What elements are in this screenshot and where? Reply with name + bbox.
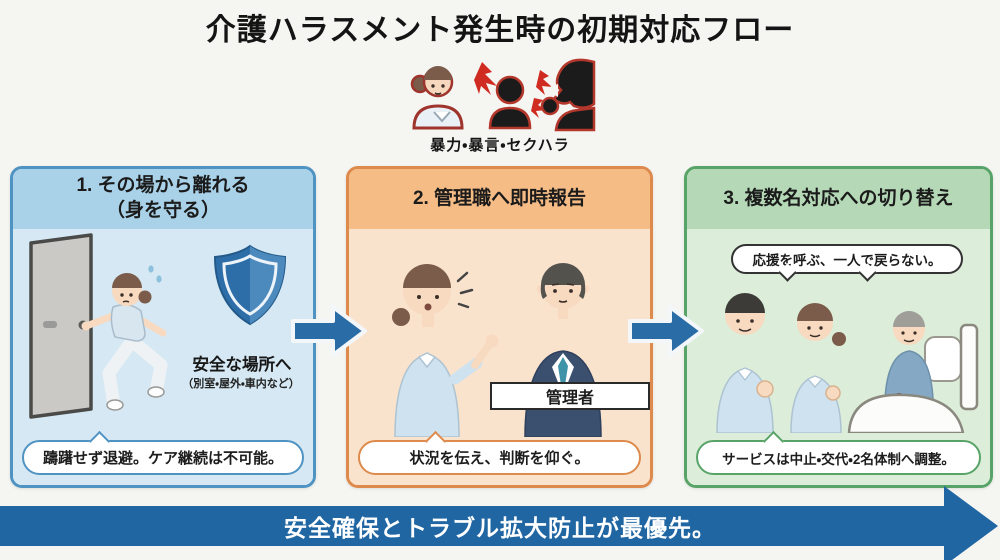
- step-2-bubble: 状況を伝え、判断を仰ぐ。: [358, 440, 641, 475]
- step-1-panel: 1. その場から離れる （身を守る）: [10, 166, 316, 488]
- right-block-arrow-icon: [291, 305, 367, 357]
- speech-strokes-icon: [456, 271, 474, 309]
- step-2-title: 2. 管理職へ即時報告: [412, 187, 587, 209]
- safe-place-caption: 安全な場所へ: [192, 356, 292, 374]
- running-caregiver-icon: [81, 265, 168, 411]
- shield-icon: [213, 244, 287, 326]
- right-block-arrow-icon: [628, 305, 704, 357]
- step-1-title: 1. その場から離れる: [76, 175, 250, 197]
- trigger-label: 暴力・暴言・セクハラ: [430, 137, 570, 154]
- manager-icon: [524, 263, 602, 437]
- step-2-header: 2. 管理職へ即時報告: [349, 169, 650, 229]
- conflict-spark-icon: [474, 62, 497, 95]
- step-1-body: 安全な場所へ （別室・屋外・車内など） 躊躇せず退避。ケア継続は不可能。: [13, 229, 313, 485]
- footer-arrow-banner: [0, 506, 944, 546]
- two-caregivers-icon: [716, 293, 979, 433]
- step-1-subtitle: （身を守る）: [105, 200, 220, 221]
- shout-sparks-icon: [531, 70, 552, 118]
- step-3-body: 応援を呼ぶ、一人で戻らない。: [687, 229, 990, 485]
- footer-arrowhead-icon: [944, 486, 998, 560]
- patient-in-bed-icon: [847, 311, 979, 433]
- footer-text: 安全確保とトラブル拡大防止が最優先。: [284, 515, 716, 541]
- step-3-title: 3. 複数名対応への切り替え: [723, 187, 954, 209]
- step-2-body: 管理者 状況を伝え、判断を仰ぐ。: [349, 229, 650, 485]
- step-3-bubble: サービスは中止・交代・2名体制へ調整。: [696, 440, 981, 475]
- page-title: 介護ハラスメント発生時の初期対応フロー: [205, 14, 795, 47]
- step-3-speech-bubble: 応援を呼ぶ、一人で戻らない。: [731, 244, 963, 274]
- caregiver-victim-icon: [410, 66, 464, 130]
- step-2-panel: 2. 管理職へ即時報告: [346, 166, 653, 488]
- manager-label: 管理者: [490, 382, 650, 410]
- door-exit-icon: [29, 233, 168, 419]
- step-3-panel: 3. 複数名対応への切り替え 応援を呼ぶ、一人で戻らない。: [684, 166, 993, 488]
- step-3-header: 3. 複数名対応への切り替え: [687, 169, 990, 229]
- harassment-scene-icon: [410, 58, 596, 132]
- safe-place-note: （別室・屋外・車内など）: [182, 378, 300, 390]
- step-1-header: 1. その場から離れる （身を守る）: [13, 169, 313, 229]
- step-1-bubble: 躊躇せず退避。ケア継続は不可能。: [22, 440, 304, 475]
- shouting-silhouette-icon: [540, 58, 596, 132]
- victim-silhouette-icon: [488, 75, 532, 130]
